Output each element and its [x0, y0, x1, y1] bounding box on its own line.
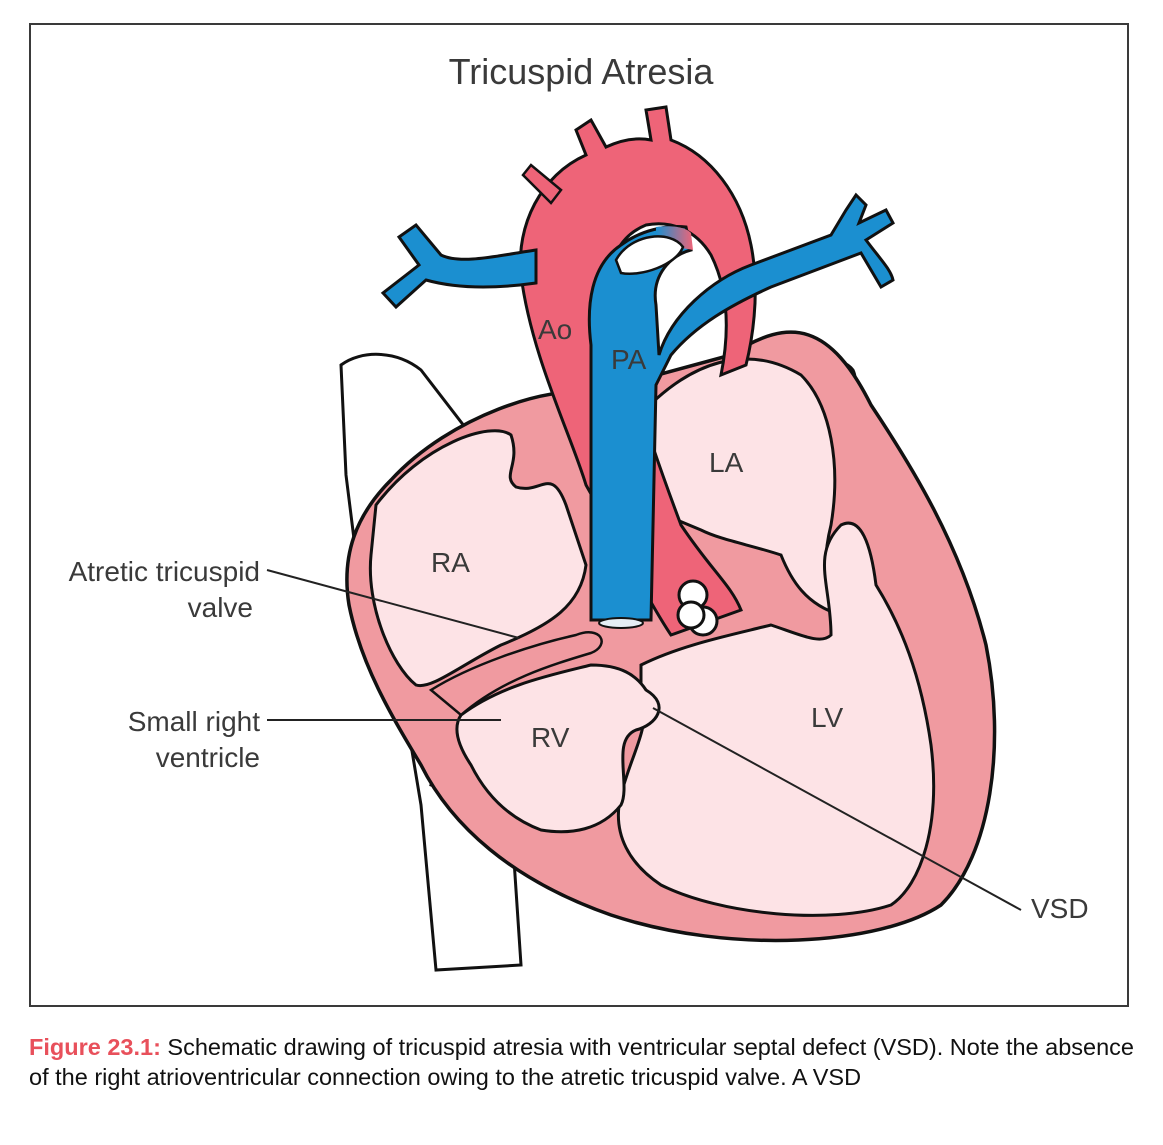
leader-lines — [266, 569, 1022, 911]
caption-label: Figure 23.1: — [29, 1034, 161, 1060]
aorta — [518, 105, 757, 637]
callout-atretic-line2: valve — [188, 592, 253, 623]
label-ra: RA — [431, 547, 470, 578]
right-atrium-chamber — [368, 429, 588, 688]
heart-diagram: Ao PA LA RA RV LV Atretic tricuspid valv… — [69, 105, 1089, 972]
figure-caption: Figure 23.1: Schematic drawing of tricus… — [29, 1032, 1139, 1092]
callout-small-rv-line1: Small right — [128, 706, 260, 737]
callout-vsd: VSD — [1031, 893, 1089, 924]
caption-text: Schematic drawing of tricuspid atresia w… — [29, 1034, 1134, 1090]
left-pulmonary-branch — [380, 222, 538, 310]
atretic-tricuspid-valve — [428, 631, 603, 717]
figure-frame: Tricuspid Atresia — [29, 23, 1129, 1007]
callout-atretic-line1: Atretic tricuspid — [69, 556, 260, 587]
label-la: LA — [709, 447, 744, 478]
valve-leaflets — [676, 579, 719, 637]
label-pa: PA — [611, 344, 647, 375]
right-ventricle-chamber — [455, 663, 661, 834]
pa-root — [598, 617, 644, 629]
label-lv: LV — [811, 702, 843, 733]
arch-opening — [614, 235, 685, 276]
aortic-branch — [521, 163, 563, 205]
label-rv: RV — [531, 722, 570, 753]
left-ventricle-chamber — [616, 521, 936, 917]
label-ao: Ao — [538, 314, 572, 345]
callout-small-rv-line2: ventricle — [156, 742, 260, 773]
pulmonary-artery — [587, 192, 895, 622]
figure-title: Tricuspid Atresia — [448, 51, 714, 92]
